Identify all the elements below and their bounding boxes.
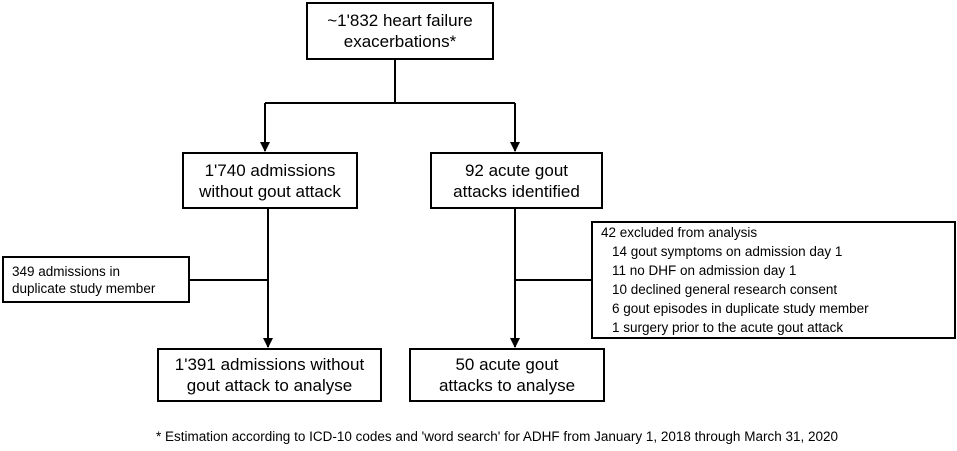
box-line: attacks to analyse bbox=[438, 376, 576, 395]
excluded-item: 6 gout episodes in duplicate study membe… bbox=[612, 301, 869, 316]
box-line: ~1'832 heart failure bbox=[327, 11, 473, 30]
box-line: exacerbations* bbox=[343, 32, 457, 51]
gout-attacks-identified-box: 92 acute gout attacks identified bbox=[430, 152, 603, 209]
box-line: gout attack to analyse bbox=[186, 376, 353, 395]
box-line: 92 acute gout bbox=[464, 160, 568, 180]
box-line: 50 acute gout bbox=[455, 355, 559, 374]
gout-attacks-to-analyse-box: 50 acute gout attacks to analyse bbox=[409, 348, 605, 402]
excluded-header: 42 excluded from analysis bbox=[601, 225, 758, 240]
heart-failure-exacerbations-box: ~1'832 heart failure exacerbations* bbox=[306, 2, 494, 60]
admissions-without-gout-box: 1'740 admissions without gout attack bbox=[182, 152, 358, 209]
duplicate-study-member-box: 349 admissions in duplicate study member bbox=[2, 256, 190, 303]
box-line: 1'740 admissions bbox=[204, 160, 336, 180]
box-line: without gout attack bbox=[199, 181, 341, 201]
excluded-item: 10 declined general research consent bbox=[612, 282, 838, 297]
box-line: 1'391 admissions without bbox=[174, 355, 365, 374]
excluded-item: 11 no DHF on admission day 1 bbox=[612, 263, 797, 278]
box-line: attacks identified bbox=[453, 181, 580, 201]
excluded-from-analysis-box: 42 excluded from analysis 14 gout sympto… bbox=[591, 221, 956, 339]
box-line: 349 admissions in bbox=[12, 263, 121, 279]
box-line: duplicate study member bbox=[12, 280, 156, 296]
footnote: * Estimation according to ICD-10 codes a… bbox=[156, 429, 839, 444]
excluded-item: 1 surgery prior to the acute gout attack bbox=[612, 320, 844, 335]
excluded-item: 14 gout symptoms on admission day 1 bbox=[612, 244, 843, 259]
admissions-to-analyse-box: 1'391 admissions without gout attack to … bbox=[157, 348, 382, 402]
